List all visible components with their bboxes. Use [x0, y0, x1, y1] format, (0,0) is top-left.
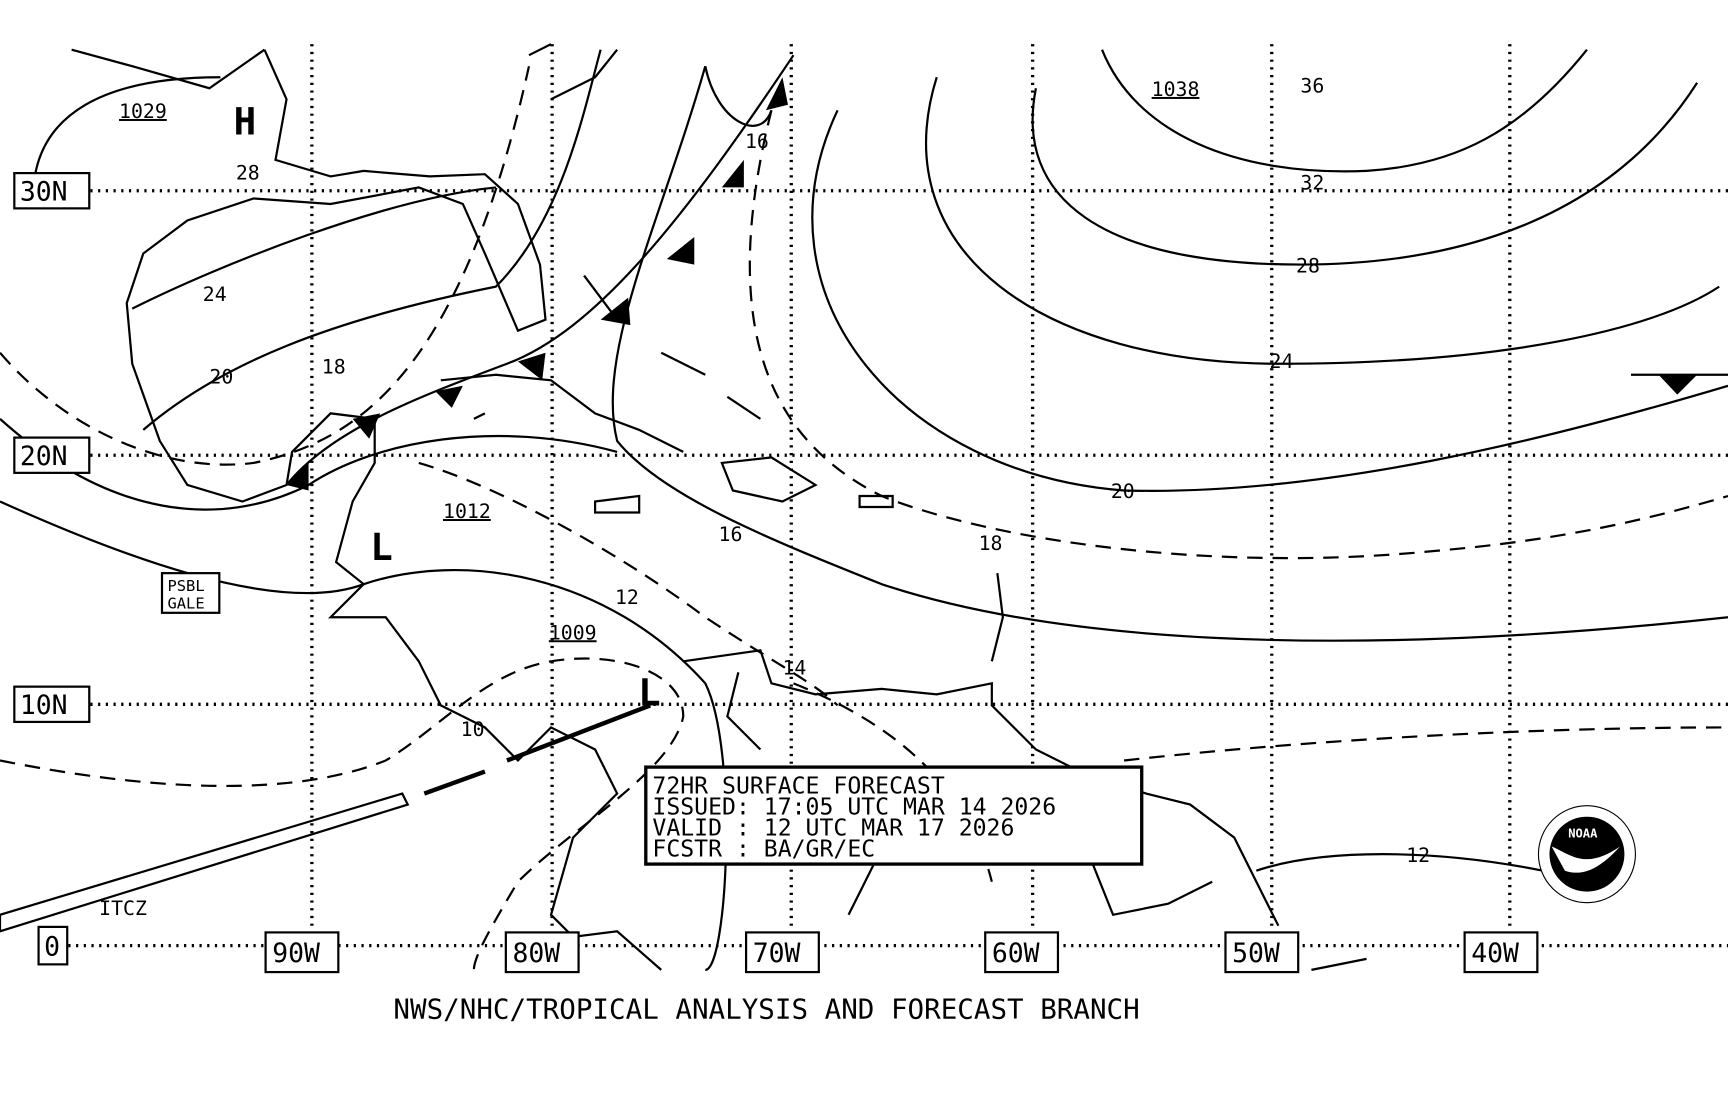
isobar-label: 12	[615, 586, 639, 609]
footer-credit: NWS/NHC/TROPICAL ANALYSIS AND FORECAST B…	[393, 993, 1139, 1025]
isobar-label: 16	[719, 523, 743, 546]
isobar-label: 28	[1296, 254, 1320, 277]
isobar-label: 24	[203, 283, 227, 306]
pressure-centers: H 1029 L 1012 L 1009 1038	[119, 78, 1199, 714]
lon-label: 80W	[512, 938, 560, 969]
noaa-logo: NOAA	[1537, 805, 1636, 904]
high-pressure-value: 1038	[1152, 78, 1200, 101]
forecast-info-box: 72HR SURFACE FORECAST ISSUED: 17:05 UTC …	[644, 765, 1144, 866]
isobar-label: 20	[209, 366, 233, 389]
cold-front	[285, 54, 1728, 491]
low-pressure-symbol: L	[370, 525, 393, 569]
isobars	[0, 48, 1728, 971]
isobar-label: 24	[1270, 350, 1294, 373]
lon-label: 40W	[1471, 938, 1519, 969]
isobar-label: 20	[1111, 480, 1135, 503]
coastlines	[71, 43, 1367, 971]
isobar-label: 36	[1300, 75, 1324, 98]
isobar-label: 16	[745, 130, 769, 153]
lat-lon-grid	[68, 44, 1728, 948]
lat-label: 20N	[20, 441, 68, 472]
latitude-labels: 30N 20N 10N 0	[13, 172, 91, 966]
issued-time: ISSUED: 17:05 UTC MAR 14 2026	[652, 794, 1056, 820]
lon-label: 90W	[272, 938, 320, 969]
high-pressure-value: 1029	[119, 100, 167, 123]
valid-time: VALID : 12 UTC MAR 17 2026	[652, 815, 1014, 841]
low-pressure-value: 1009	[549, 621, 597, 644]
lat-label: 0	[44, 932, 60, 963]
isobar-labels: 36 32 28 24 20 16 18 16 12 14 12 10 28 2…	[203, 75, 1430, 867]
isobar-label: 18	[322, 356, 346, 379]
forecasters: FCSTR : BA/GR/EC	[652, 836, 875, 862]
isobar-label: 18	[979, 532, 1003, 555]
isobar-label: 12	[1406, 844, 1430, 867]
lat-label: 30N	[20, 177, 68, 208]
low-pressure-value: 1012	[443, 500, 491, 523]
itcz-label: ITCZ	[99, 897, 147, 920]
product-title: 72HR SURFACE FORECAST	[652, 774, 944, 800]
itcz: ITCZ	[0, 703, 651, 933]
isobar-label: 32	[1300, 172, 1324, 195]
lon-label: 70W	[753, 938, 801, 969]
possible-gale-box: PSBL GALE	[160, 572, 221, 614]
noaa-logo-text: NOAA	[1568, 827, 1598, 841]
gale-label: PSBL	[168, 577, 205, 595]
low-pressure-symbol: L	[638, 670, 661, 714]
isobar-label: 14	[782, 657, 806, 680]
longitude-labels: 90W 80W 70W 60W 50W 40W	[264, 931, 1539, 974]
lon-label: 50W	[1232, 938, 1280, 969]
lon-label: 60W	[992, 938, 1040, 969]
isobar-label: 10	[461, 718, 485, 741]
high-pressure-symbol: H	[234, 100, 257, 144]
isobar-label: 28	[236, 162, 260, 185]
gale-label: GALE	[168, 594, 205, 612]
lat-label: 10N	[20, 690, 68, 721]
